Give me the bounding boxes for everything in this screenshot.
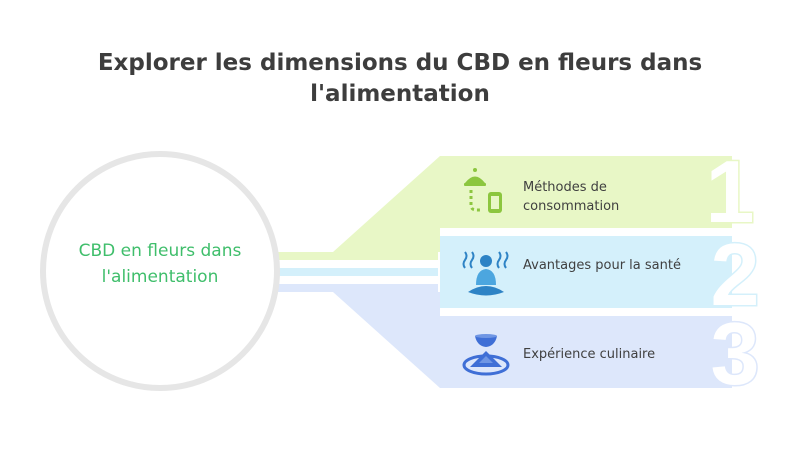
food-delivery-icon [464, 168, 502, 213]
page-title: Explorer les dimensions du CBD en fleurs… [97, 50, 703, 107]
meditation-icon [462, 251, 509, 296]
item-label-2: Avantages pour la santé [523, 258, 681, 273]
culinary-bowl-icon [462, 334, 510, 376]
item-label-1: Méthodes de consommation [523, 180, 620, 214]
band-1 [333, 156, 732, 252]
item-label-3: Expérience culinaire [523, 347, 656, 362]
item-number-3: 3 [711, 304, 760, 403]
connector-1 [278, 252, 438, 260]
connectors [278, 252, 438, 292]
connector-2 [278, 268, 438, 276]
center-label: CBD en fleurs dans l'alimentation [78, 241, 242, 287]
item-number-1: 1 [706, 142, 755, 241]
item-number-2: 2 [711, 225, 760, 324]
band-2 [440, 236, 732, 308]
center-circle [40, 151, 280, 391]
band-3 [333, 292, 732, 388]
connector-3 [278, 284, 438, 292]
